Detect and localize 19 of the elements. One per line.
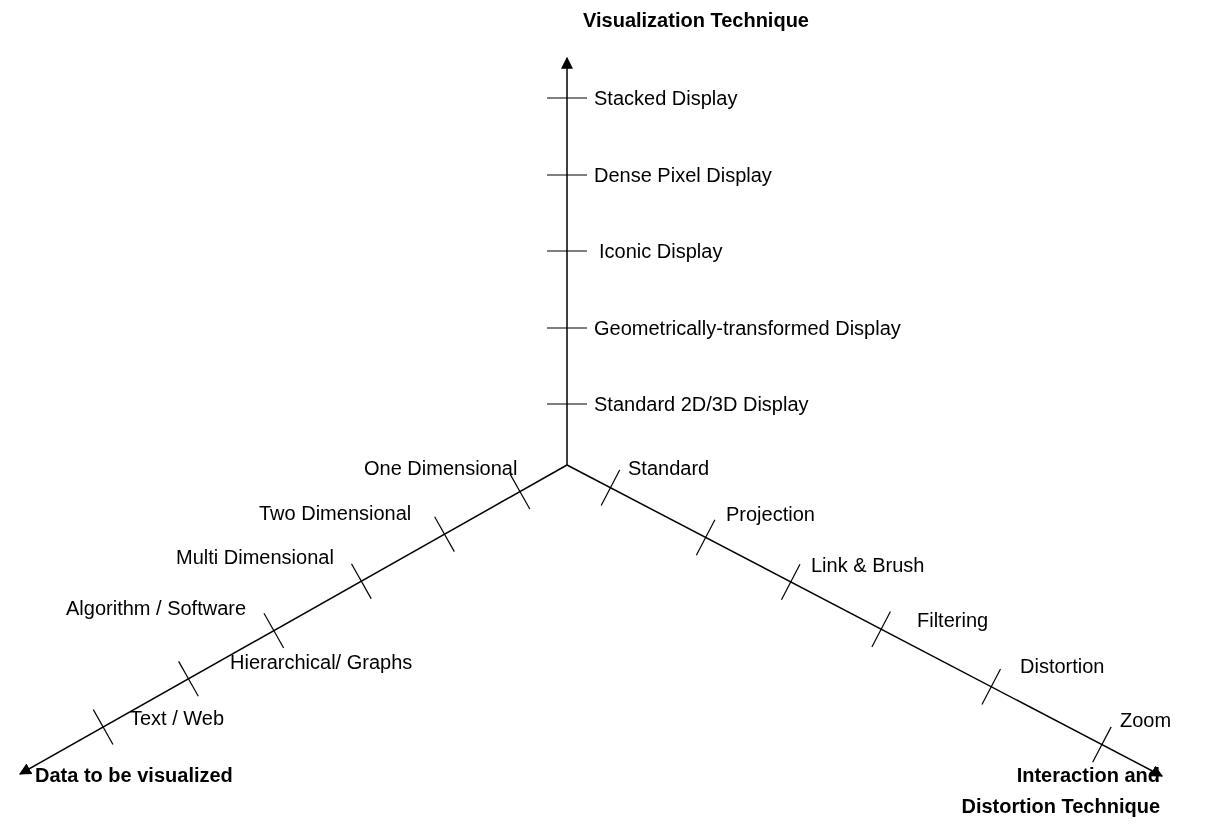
- tick-label: Distortion: [1020, 654, 1105, 678]
- tick-label: Standard: [628, 456, 710, 480]
- axis-title: Data to be visualized: [35, 763, 233, 787]
- tick-label: Geometrically-transformed Display: [594, 316, 901, 340]
- tick-label: Two Dimensional: [259, 501, 412, 525]
- tick-label: Iconic Display: [599, 239, 723, 263]
- axis-title: Visualization Technique: [583, 8, 809, 32]
- tick-label: Algorithm / Software: [66, 596, 247, 620]
- tick-label: Text / Web: [130, 706, 225, 730]
- tick-label: Filtering: [917, 608, 989, 632]
- tick-label: Standard 2D/3D Display: [594, 392, 809, 416]
- tick-label: Stacked Display: [594, 86, 738, 110]
- tick-label: One Dimensional: [364, 456, 518, 480]
- tick-label: Dense Pixel Display: [594, 163, 772, 187]
- tick-label: Link & Brush: [811, 553, 925, 577]
- tick-label: Zoom: [1120, 708, 1172, 732]
- tick-label: Hierarchical/ Graphs: [230, 650, 413, 674]
- tick-label: Projection: [726, 502, 815, 526]
- tick-label: Multi Dimensional: [176, 545, 334, 569]
